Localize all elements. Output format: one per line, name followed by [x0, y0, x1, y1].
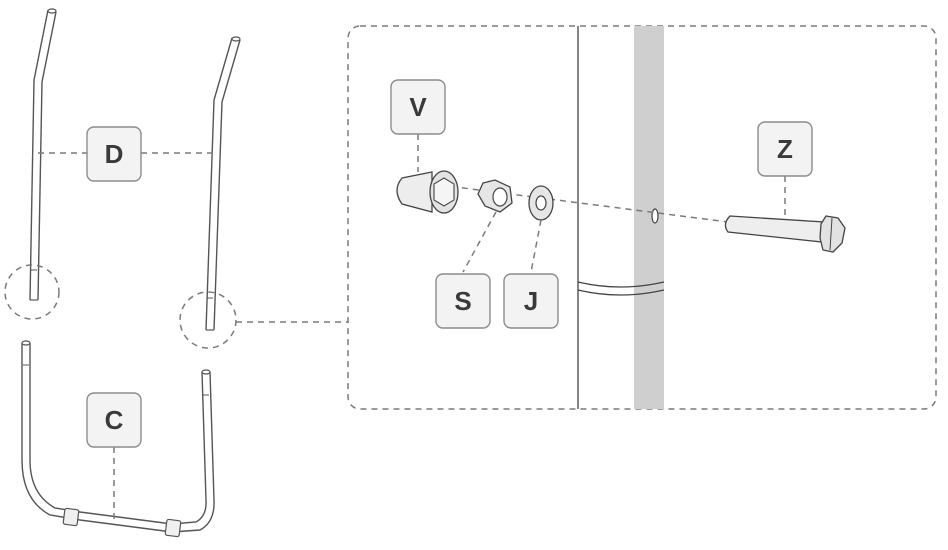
part-v-cap	[396, 170, 459, 214]
pole-shade	[634, 26, 664, 409]
label-j: J	[503, 273, 559, 329]
detail-circle-left	[4, 264, 60, 320]
label-z-text: Z	[777, 134, 793, 164]
part-j-washer	[528, 185, 554, 221]
part-z-bolt	[724, 215, 846, 253]
label-c-text: C	[105, 405, 124, 435]
label-v-text: V	[409, 92, 427, 122]
frame-c-tube	[21, 340, 215, 538]
part-s-nut	[477, 179, 513, 213]
frame-d-right-tube	[205, 36, 241, 331]
detail-circle-right	[179, 291, 237, 349]
leader-s	[462, 211, 497, 273]
label-z: Z	[757, 121, 813, 177]
label-s: S	[435, 273, 491, 329]
label-d-text: D	[105, 139, 124, 169]
label-d: D	[86, 126, 142, 182]
label-j-text: J	[524, 286, 538, 316]
label-v: V	[390, 79, 446, 135]
label-s-text: S	[454, 286, 471, 316]
detail-box	[347, 25, 937, 410]
label-c: C	[86, 392, 142, 448]
pole	[577, 26, 665, 409]
pole-hole	[651, 208, 659, 224]
frame-d-left-tube	[29, 8, 57, 301]
leader-j	[530, 219, 542, 273]
